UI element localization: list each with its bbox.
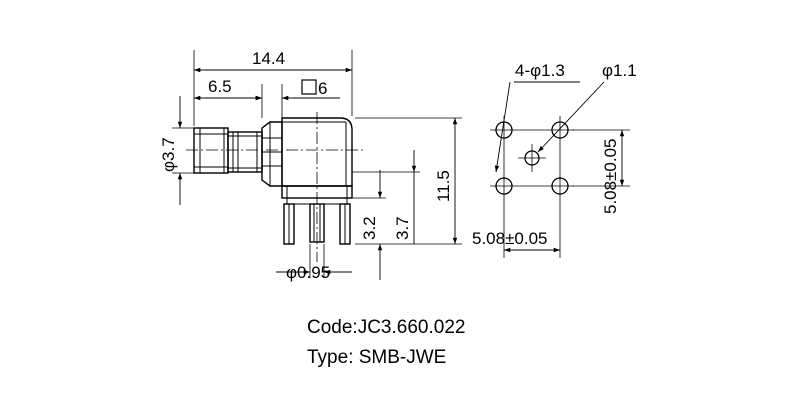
product-code: Code:JC3.660.022 <box>307 317 466 338</box>
center-hole-label: φ1.1 <box>602 61 637 80</box>
ground-post-right <box>339 203 351 245</box>
overall-length-label: 14.4 <box>252 49 285 68</box>
standoff-a-label: 3.2 <box>360 216 379 240</box>
footprint-leaders <box>494 81 605 173</box>
square-symbol-icon <box>301 79 317 95</box>
right-angle-body <box>281 117 353 187</box>
plug-body <box>193 127 229 174</box>
body-diameter-label: φ3.7 <box>159 137 178 172</box>
pcb-footprint <box>490 81 630 258</box>
centerlines <box>186 112 366 262</box>
pitch-y-label: 5.08±0.05 <box>601 138 620 214</box>
dimension-lines <box>177 67 458 280</box>
footprint-dimensions <box>504 130 625 253</box>
side-view <box>172 50 462 280</box>
standoff-b-label: 3.7 <box>393 216 412 240</box>
hex-nut <box>261 121 283 187</box>
hex-size-label: 6 <box>318 79 327 98</box>
ground-post-left <box>283 203 295 245</box>
pad-holes-label: 4-φ1.3 <box>515 61 565 80</box>
pitch-x-label: 5.08±0.05 <box>472 229 548 248</box>
product-type: Type: SMB-JWE <box>307 347 447 368</box>
plug-length-label: 6.5 <box>208 77 232 96</box>
coupling-section <box>227 131 263 173</box>
height-label: 11.5 <box>434 170 453 202</box>
footprint-centerlines <box>490 116 574 258</box>
pin-diameter-label: φ0.95 <box>286 263 330 282</box>
